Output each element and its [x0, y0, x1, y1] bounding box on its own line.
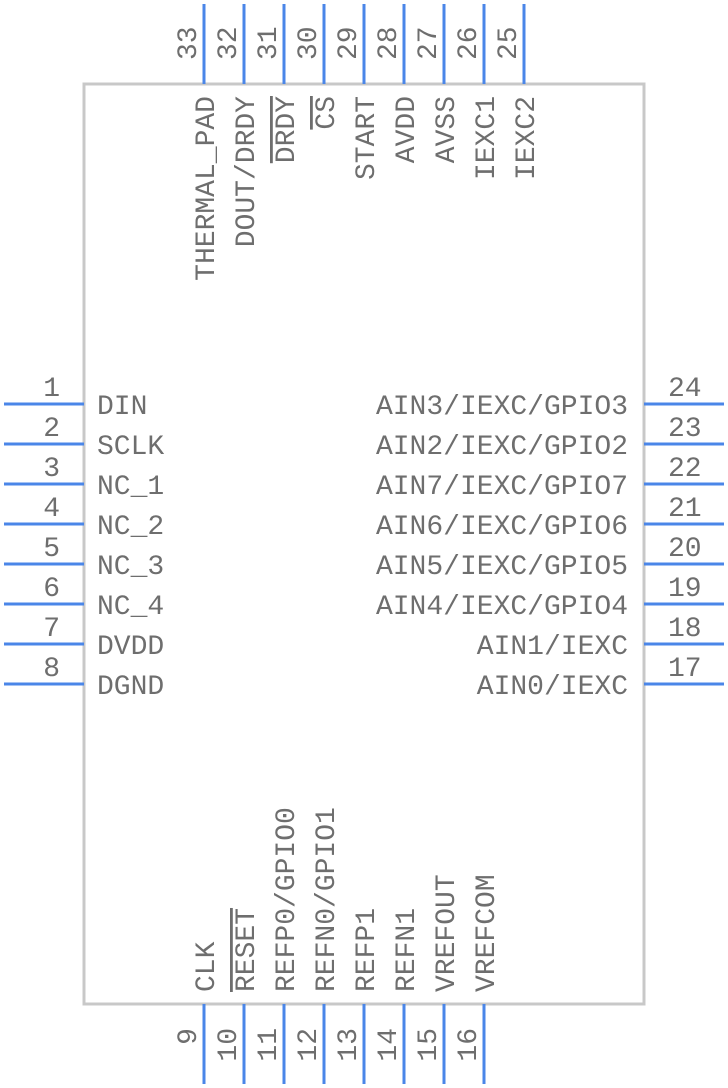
pin-number-23: 23: [668, 414, 702, 445]
pin-number-29: 29: [334, 26, 365, 60]
pin-name-avss: AVSS: [432, 96, 463, 163]
pin-name-refn0-gpio1: REFN0/GPIO1: [312, 807, 343, 992]
pin-number-7: 7: [43, 614, 60, 645]
pin-number-6: 6: [43, 574, 60, 605]
pin-number-3: 3: [43, 454, 60, 485]
pin-name-ain4-iexc-gpio4: AIN4/IEXC/GPIO4: [376, 592, 628, 623]
pin-name-din: DIN: [97, 392, 147, 423]
pin-number-32: 32: [214, 26, 245, 60]
pin-number-21: 21: [668, 494, 702, 525]
pin-name-vrefcom: VREFCOM: [472, 874, 503, 992]
pin-number-25: 25: [494, 26, 525, 60]
pin-name-start: START: [352, 96, 383, 180]
pin-name-clk: CLK: [192, 941, 223, 992]
pin-name-refp1: REFP1: [352, 908, 383, 992]
pin-name-thermal-pad: THERMAL_PAD: [192, 96, 223, 281]
pin-number-33: 33: [174, 26, 205, 60]
pin-number-15: 15: [414, 1028, 445, 1062]
pin-number-8: 8: [43, 654, 60, 685]
pin-number-24: 24: [668, 374, 702, 405]
pin-name-cs: CS: [312, 96, 343, 130]
pin-number-27: 27: [414, 26, 445, 60]
pin-number-19: 19: [668, 574, 702, 605]
pin-number-22: 22: [668, 454, 702, 485]
pin-number-30: 30: [294, 26, 325, 60]
pin-name-dgnd: DGND: [97, 672, 164, 703]
pin-name-ain1-iexc: AIN1/IEXC: [477, 632, 628, 663]
pin-name-refn1: REFN1: [392, 908, 423, 992]
pin-name-reset: RESET: [232, 908, 263, 992]
pin-number-18: 18: [668, 614, 702, 645]
pin-name-ain7-iexc-gpio7: AIN7/IEXC/GPIO7: [376, 472, 628, 503]
pin-name-ain2-iexc-gpio2: AIN2/IEXC/GPIO2: [376, 432, 628, 463]
pin-name-iexc2: IEXC2: [512, 96, 543, 180]
pin-number-14: 14: [374, 1028, 405, 1062]
pin-name-nc-1: NC_1: [97, 472, 164, 503]
pin-name-ain3-iexc-gpio3: AIN3/IEXC/GPIO3: [376, 392, 628, 423]
pin-name-ain5-iexc-gpio5: AIN5/IEXC/GPIO5: [376, 552, 628, 583]
pin-name-sclk: SCLK: [97, 432, 164, 463]
pin-number-31: 31: [254, 26, 285, 60]
pin-name-ain0-iexc: AIN0/IEXC: [477, 672, 628, 703]
pin-name-nc-4: NC_4: [97, 592, 164, 623]
pin-number-20: 20: [668, 534, 702, 565]
pin-number-17: 17: [668, 654, 702, 685]
pin-name-vrefout: VREFOUT: [432, 874, 463, 992]
pin-number-9: 9: [174, 1028, 205, 1045]
pin-number-2: 2: [43, 414, 60, 445]
pin-number-13: 13: [334, 1028, 365, 1062]
pin-name-dvdd: DVDD: [97, 632, 164, 663]
pin-number-11: 11: [254, 1028, 285, 1062]
pin-number-16: 16: [454, 1028, 485, 1062]
pin-number-26: 26: [454, 26, 485, 60]
pin-number-10: 10: [214, 1028, 245, 1062]
pin-name-avdd: AVDD: [392, 96, 423, 163]
pin-name-nc-3: NC_3: [97, 552, 164, 583]
pin-number-12: 12: [294, 1028, 325, 1062]
pin-name-iexc1: IEXC1: [472, 96, 503, 180]
pin-name-nc-2: NC_2: [97, 512, 164, 543]
pin-number-28: 28: [374, 26, 405, 60]
pin-name-dout-drdy: DOUT/DRDY: [232, 96, 263, 247]
pin-name-drdy: DRDY: [272, 96, 303, 163]
pin-name-refp0-gpio0: REFP0/GPIO0: [272, 807, 303, 992]
pin-number-4: 4: [43, 494, 60, 525]
pin-number-5: 5: [43, 534, 60, 565]
ic-body: [82, 82, 646, 1006]
pin-number-1: 1: [43, 374, 60, 405]
pin-name-ain6-iexc-gpio6: AIN6/IEXC/GPIO6: [376, 512, 628, 543]
